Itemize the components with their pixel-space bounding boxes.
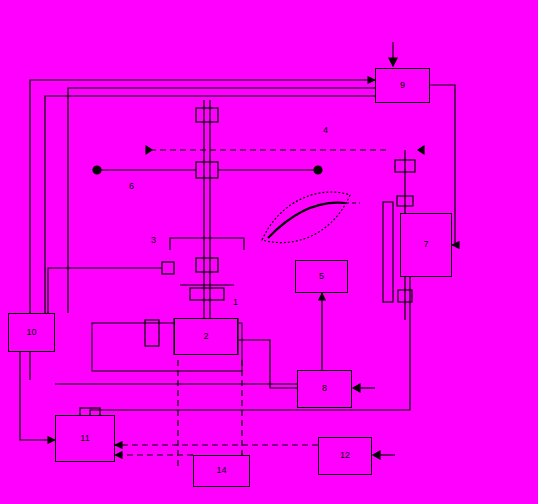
signal-connector xyxy=(321,293,322,370)
callout-number: 9 xyxy=(400,81,405,91)
rack xyxy=(383,202,393,302)
dashed-signal xyxy=(241,360,242,455)
bearing xyxy=(196,258,218,272)
arrow-head xyxy=(418,146,424,154)
signal-connector xyxy=(30,80,375,313)
block-box: 12 xyxy=(318,437,372,475)
blade xyxy=(262,192,350,243)
block-box: 8 xyxy=(297,370,352,408)
arrow-head xyxy=(373,451,380,459)
callout-number: 8 xyxy=(322,384,327,394)
signal-wire xyxy=(68,88,375,313)
callout-number: 14 xyxy=(216,466,226,476)
signal-connector xyxy=(115,454,193,455)
blade-edge xyxy=(268,203,345,238)
rotor-arm xyxy=(97,169,196,170)
dashed-signal xyxy=(177,360,178,468)
block-box: 11 xyxy=(55,415,115,462)
housing xyxy=(180,284,234,285)
callout-number: 10 xyxy=(26,328,36,338)
signal-connector xyxy=(90,277,410,415)
callout-number: 6 xyxy=(128,182,135,192)
motor-cap xyxy=(145,320,159,346)
shaft xyxy=(404,277,405,320)
block-box: 10 xyxy=(8,313,55,352)
dashed-link xyxy=(150,149,390,150)
callout-number: 12 xyxy=(340,451,350,461)
hub xyxy=(196,162,218,178)
bearing xyxy=(397,196,413,206)
signal-connector xyxy=(115,444,318,445)
callout-number: 1 xyxy=(232,298,239,308)
arm-weight xyxy=(314,166,322,174)
callout-number: 3 xyxy=(150,236,157,246)
signal-wire xyxy=(29,352,30,380)
block-box: 14 xyxy=(193,455,250,487)
signal-connector xyxy=(20,352,55,440)
block-box: 2 xyxy=(174,318,238,355)
sensor xyxy=(162,262,174,274)
callout-number: 4 xyxy=(322,126,329,136)
housing xyxy=(170,238,244,250)
arm-weight xyxy=(93,166,101,174)
block-box: 7 xyxy=(400,213,452,277)
callout-number: 2 xyxy=(203,332,208,342)
coupling xyxy=(190,288,224,300)
dashed-link xyxy=(345,202,360,203)
rotor-arm xyxy=(218,169,318,170)
bearing xyxy=(395,160,415,172)
callout-number: 7 xyxy=(423,240,428,250)
callout-number: 11 xyxy=(80,434,89,444)
arrow-head xyxy=(389,58,397,66)
signal-wire xyxy=(55,383,300,384)
signal-connector xyxy=(238,340,297,388)
callout-number: 5 xyxy=(319,272,324,282)
arrow-head xyxy=(146,146,152,154)
bearing xyxy=(196,108,218,122)
block-box: 5 xyxy=(295,260,348,293)
arrow-head xyxy=(353,384,360,392)
block-box: 9 xyxy=(375,68,430,103)
signal-wire xyxy=(48,268,162,313)
